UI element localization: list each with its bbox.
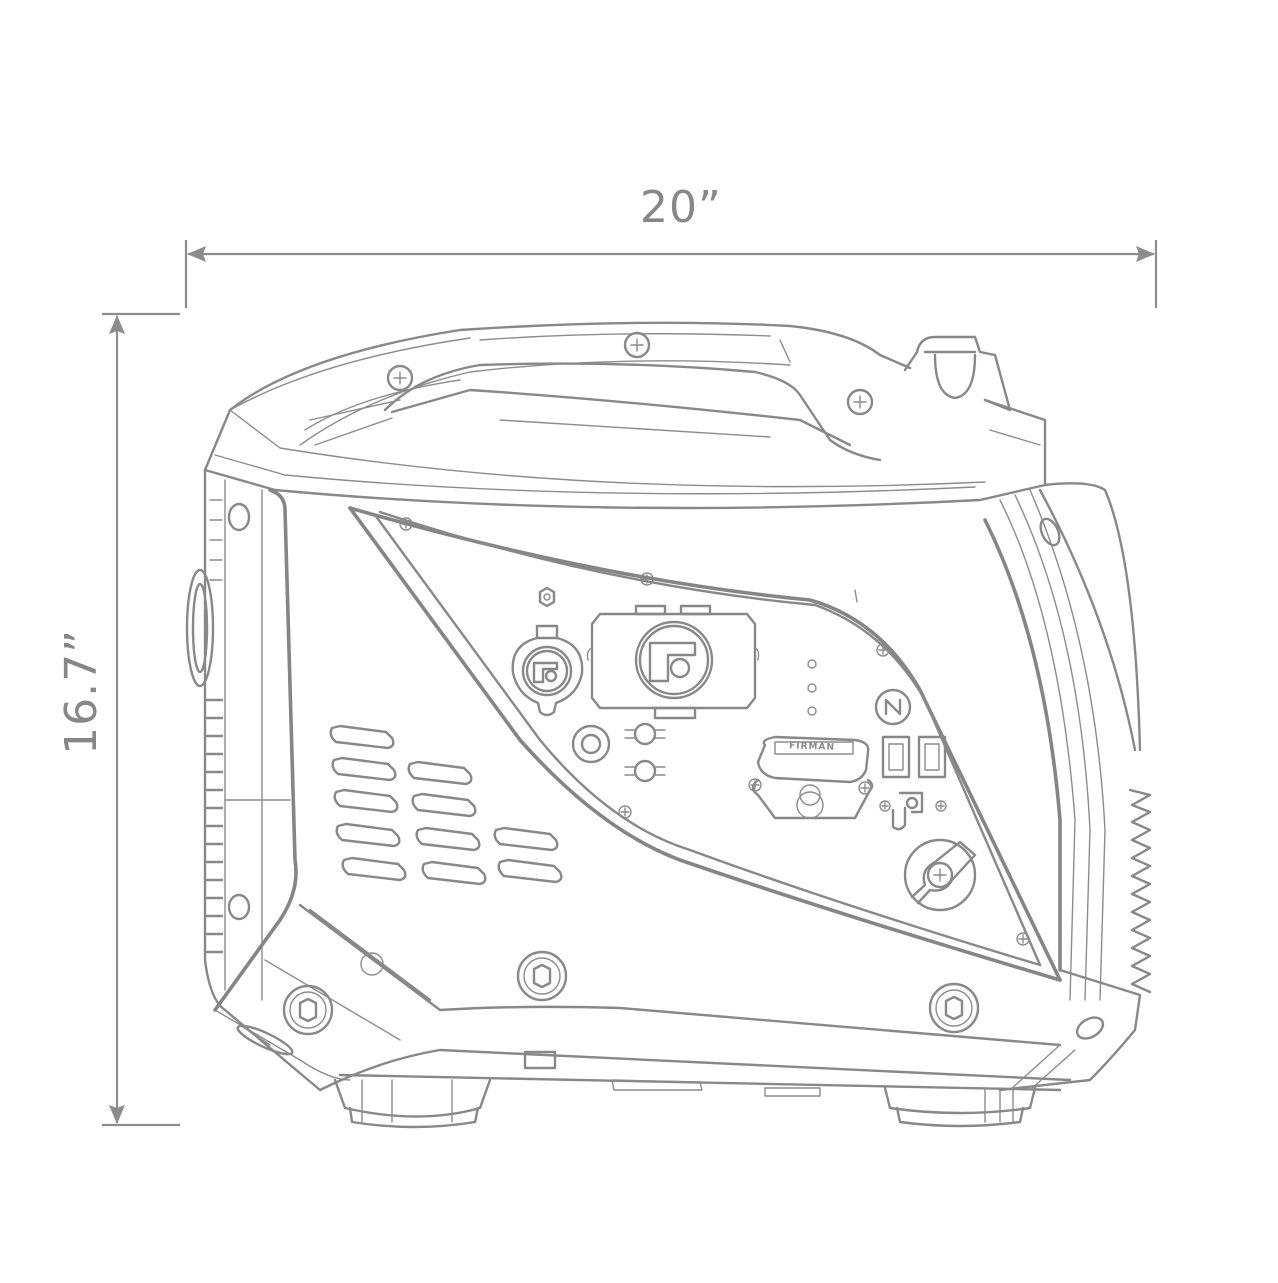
left-handle-recess (185, 568, 215, 688)
screw-icon (386, 364, 414, 392)
dc-socket-icon (511, 624, 584, 717)
indicator-lights (807, 659, 817, 716)
fuel-cap (903, 335, 1047, 487)
screw-icon (858, 781, 872, 795)
height-dimension-label: 16.7” (56, 629, 107, 755)
rocker-switches (881, 735, 947, 779)
fuel-valve-knob (903, 838, 977, 912)
ac-outlet-icon (586, 604, 760, 720)
screw-icon (935, 800, 947, 812)
usb-port-icon (624, 722, 666, 746)
screw-icon (879, 800, 891, 812)
width-dimension-line (184, 240, 1158, 308)
width-dimension-label: 20” (640, 182, 722, 233)
screw-icon (846, 388, 874, 416)
screw-icon (623, 331, 651, 359)
right-foot (883, 1086, 1037, 1128)
hex-bolt-icon (928, 982, 980, 1034)
air-vents (329, 724, 563, 886)
hex-bolt-icon (516, 950, 568, 1002)
reset-button-icon (571, 724, 611, 764)
carry-handle (299, 333, 882, 462)
usb-port-icon (624, 759, 666, 783)
generator-body (185, 321, 1152, 1129)
hex-bolt-icon (282, 984, 334, 1036)
eco-mode-icon (874, 688, 912, 726)
right-grille (1128, 788, 1152, 994)
recoil-start-handle (748, 735, 874, 820)
left-grille (205, 499, 224, 954)
height-dimension-line (102, 312, 180, 1127)
left-foot (333, 1078, 492, 1129)
ground-nut-icon (538, 586, 556, 608)
control-panel (348, 506, 1062, 982)
screw-icon (748, 778, 762, 792)
choke-lever (879, 791, 947, 831)
